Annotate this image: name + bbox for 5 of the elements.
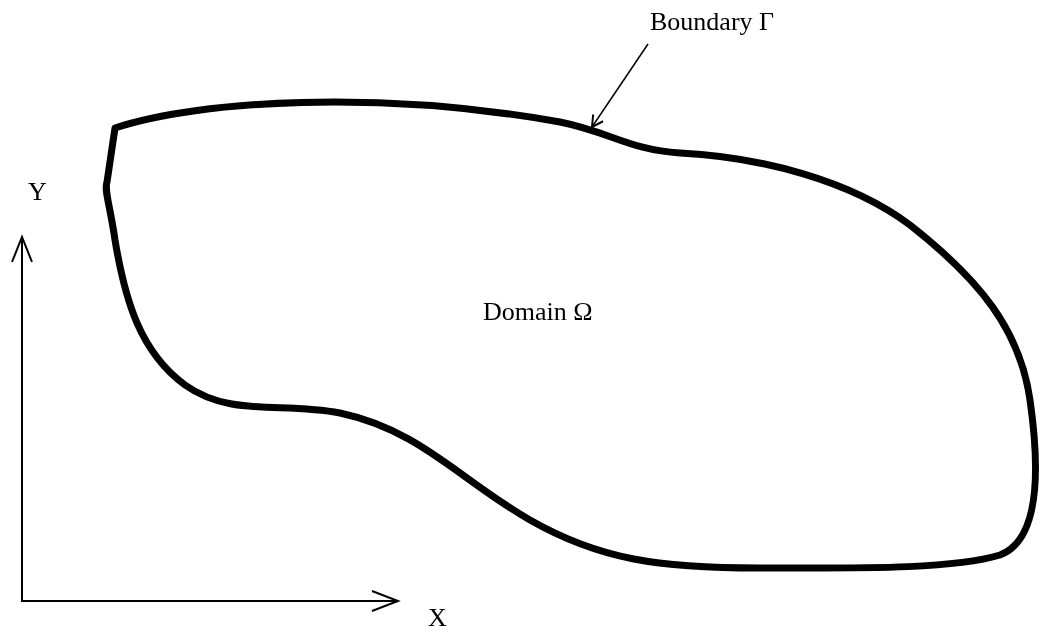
boundary-label: Boundary Γ [650, 8, 775, 37]
domain-label: Domain Ω [483, 298, 593, 327]
x-axis-label: X [428, 604, 447, 633]
y-axis-label: Y [28, 178, 47, 207]
leader-line [591, 43, 649, 128]
